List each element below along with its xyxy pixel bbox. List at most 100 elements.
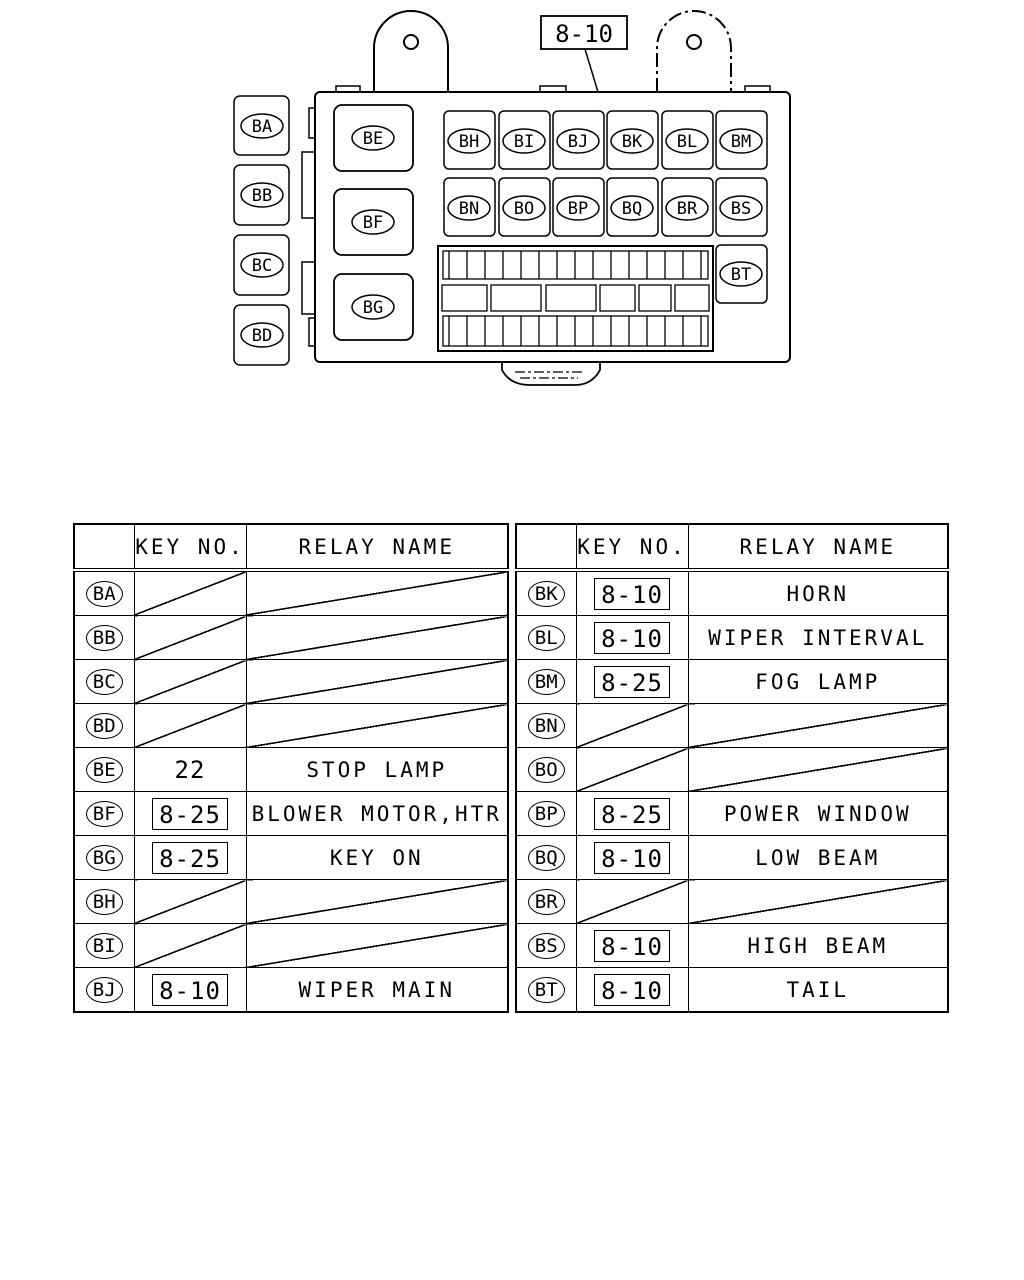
relay-name-cell: TAIL bbox=[687, 967, 949, 1013]
diagram-label-be: BE bbox=[363, 129, 383, 149]
relay-id-cell: BB bbox=[73, 615, 135, 660]
relay-id: BO bbox=[527, 756, 565, 783]
key-no-cell bbox=[133, 879, 247, 924]
relay-id: BC bbox=[85, 668, 123, 695]
key-no: 8-10 bbox=[152, 973, 228, 1006]
relay-name-cell: POWER WINDOW bbox=[687, 791, 949, 836]
key-no-cell: 8-25 bbox=[133, 791, 247, 836]
relay-name: KEY ON bbox=[329, 845, 424, 870]
key-no: 8-10 bbox=[594, 973, 670, 1006]
relay-name: HORN bbox=[786, 581, 850, 606]
diagram-label-bk: BK bbox=[622, 132, 643, 152]
key-no: 8-25 bbox=[594, 665, 670, 698]
diagram-label-ba: BA bbox=[252, 117, 272, 137]
table-row: BD bbox=[73, 703, 509, 748]
top-callout-box bbox=[540, 15, 628, 50]
table-row: BB bbox=[73, 615, 509, 660]
key-no-cell: 22 bbox=[133, 747, 247, 792]
relay-id: BH bbox=[85, 888, 123, 915]
relay-name-cell bbox=[687, 879, 949, 924]
key-no-cell bbox=[133, 659, 247, 704]
key-no-cell: 8-10 bbox=[575, 615, 689, 660]
relay-name: STOP LAMP bbox=[306, 757, 448, 782]
relay-name: POWER WINDOW bbox=[723, 801, 912, 826]
diagram-label-br: BR bbox=[677, 199, 698, 219]
relay-name-cell bbox=[245, 703, 509, 748]
header-relay-name: RELAY NAME bbox=[245, 523, 509, 572]
relay-name: LOW BEAM bbox=[755, 845, 881, 870]
key-no-cell bbox=[133, 923, 247, 968]
relay-id: BQ bbox=[527, 844, 565, 871]
relay-name-cell bbox=[245, 569, 509, 616]
key-no: 8-25 bbox=[152, 841, 228, 874]
relay-id: BB bbox=[85, 624, 123, 651]
table-row: BI bbox=[73, 923, 509, 968]
table-row: BQ 8-10 LOW BEAM bbox=[515, 835, 949, 880]
key-no-cell: 8-10 bbox=[133, 967, 247, 1013]
relay-slot-bt bbox=[715, 244, 768, 304]
key-no: 22 bbox=[174, 755, 206, 784]
relay-id-cell: BS bbox=[515, 923, 577, 968]
relay-id-cell: BH bbox=[73, 879, 135, 924]
relay-id: BR bbox=[527, 888, 565, 915]
fuse-block bbox=[437, 245, 714, 352]
key-no-cell bbox=[575, 879, 689, 924]
diagram-label-bc: BC bbox=[252, 256, 272, 276]
relay-id: BS bbox=[527, 932, 565, 959]
header-blank bbox=[515, 523, 577, 572]
diagram-label-bh: BH bbox=[459, 132, 479, 152]
relay-slot-bf bbox=[333, 188, 414, 256]
table-row: BJ 8-10 WIPER MAIN bbox=[73, 967, 509, 1013]
relay-box-diagram: 8-10 BA BB BC BD BE BF BG BH BI BJ BK BL… bbox=[233, 10, 791, 386]
relay-name-cell: WIPER MAIN bbox=[245, 967, 509, 1013]
relay-name-cell bbox=[687, 703, 949, 748]
relay-name: WIPER INTERVAL bbox=[708, 625, 928, 650]
table-row: BR bbox=[515, 879, 949, 924]
relay-id: BJ bbox=[85, 976, 123, 1003]
relay-id: BT bbox=[527, 976, 565, 1003]
top-callout-label: 8-10 bbox=[555, 20, 613, 48]
header-key-no: KEY NO. bbox=[133, 523, 247, 572]
relay-name-cell bbox=[687, 747, 949, 792]
table-row: BT 8-10 TAIL bbox=[515, 967, 949, 1013]
right-bolt-hole bbox=[686, 34, 702, 50]
key-no-cell bbox=[575, 747, 689, 792]
diagram-label-bf: BF bbox=[363, 213, 383, 233]
key-no-cell: 8-25 bbox=[575, 659, 689, 704]
header-relay-name: RELAY NAME bbox=[687, 523, 949, 572]
relay-name-cell bbox=[245, 659, 509, 704]
relay-name-cell: HORN bbox=[687, 569, 949, 616]
key-no-cell bbox=[575, 703, 689, 748]
diagram-label-bl: BL bbox=[677, 132, 697, 152]
table-row: BC bbox=[73, 659, 509, 704]
relay-id: BM bbox=[527, 668, 565, 695]
relay-id: BF bbox=[85, 800, 123, 827]
left-mounting-bracket bbox=[373, 10, 449, 92]
diagram-label-bm: BM bbox=[731, 132, 751, 152]
relay-id-cell: BQ bbox=[515, 835, 577, 880]
relay-name-cell bbox=[245, 879, 509, 924]
relay-id: BG bbox=[85, 844, 123, 871]
table-row: BA bbox=[73, 569, 509, 616]
relay-name-cell: KEY ON bbox=[245, 835, 509, 880]
relay-name-cell: HIGH BEAM bbox=[687, 923, 949, 968]
relay-slot-be bbox=[333, 104, 414, 172]
key-no-cell: 8-10 bbox=[575, 835, 689, 880]
relay-id-cell: BD bbox=[73, 703, 135, 748]
key-no-cell: 8-10 bbox=[575, 569, 689, 616]
key-no: 8-10 bbox=[594, 577, 670, 610]
relay-slot-ba bbox=[233, 95, 290, 156]
key-no: 8-10 bbox=[594, 929, 670, 962]
key-no-cell bbox=[133, 703, 247, 748]
relay-id-cell: BJ bbox=[73, 967, 135, 1013]
relay-slot-bd bbox=[233, 304, 290, 366]
key-no-cell: 8-25 bbox=[575, 791, 689, 836]
relay-name: HIGH BEAM bbox=[747, 933, 889, 958]
relay-id-cell: BM bbox=[515, 659, 577, 704]
relay-id-cell: BC bbox=[73, 659, 135, 704]
table-row: BG 8-25 KEY ON bbox=[73, 835, 509, 880]
